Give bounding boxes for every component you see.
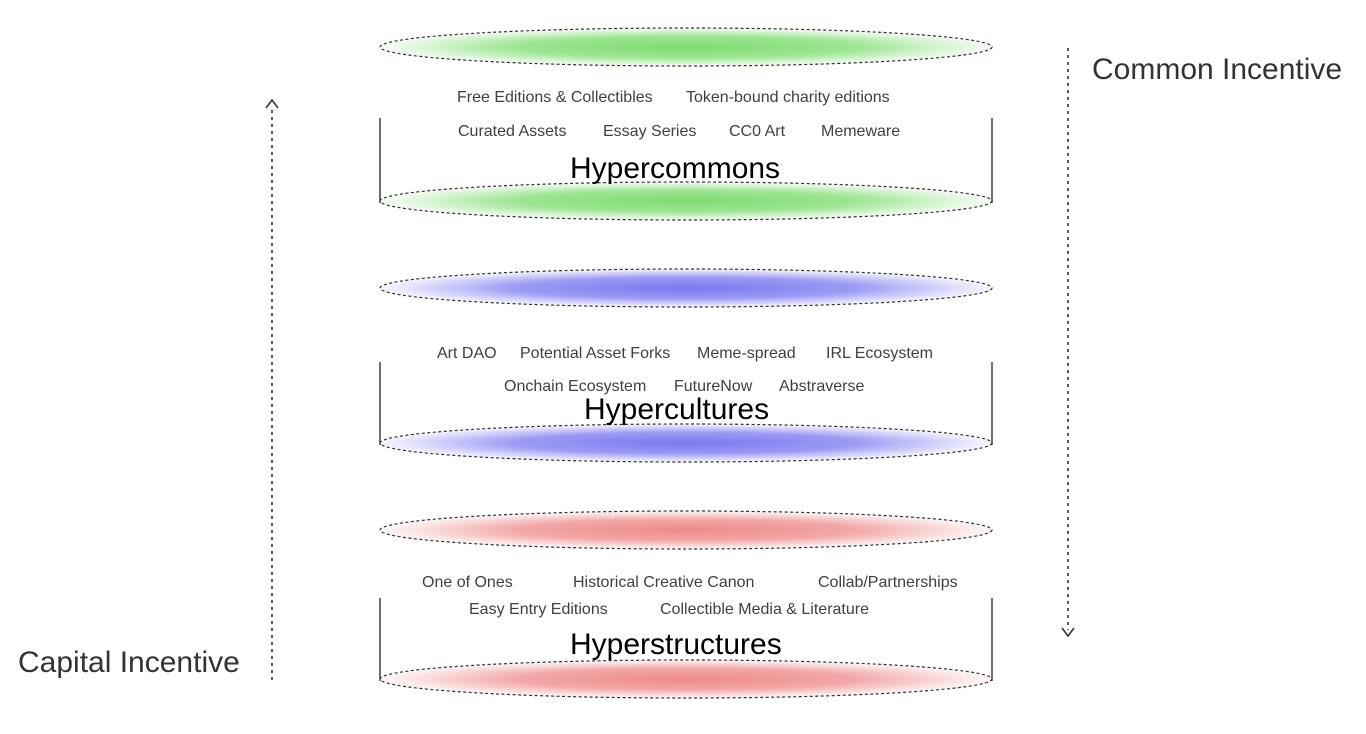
capital-incentive-axis: Capital Incentive — [18, 98, 279, 682]
common-incentive-axis: Common Incentive — [1061, 48, 1342, 638]
layer-title: Hypercultures — [584, 393, 769, 426]
tag-label: CC0 Art — [729, 123, 786, 140]
up-arrow-icon — [265, 98, 279, 109]
layer-top-disc — [379, 268, 993, 308]
layer-hyperstructures: One of Ones Historical Creative Canon Co… — [379, 510, 993, 699]
capital-incentive-label: Capital Incentive — [18, 646, 240, 679]
tag-label: Art DAO — [437, 345, 497, 362]
layer-top-disc — [379, 510, 993, 550]
tag-label: Memeware — [821, 123, 900, 140]
layer-bottom-disc — [379, 423, 993, 463]
tag-label: Historical Creative Canon — [573, 574, 754, 591]
tag-label: Curated Assets — [458, 123, 567, 140]
tag-label: Free Editions & Collectibles — [457, 89, 653, 106]
tag-label: Potential Asset Forks — [520, 345, 670, 362]
layer-bottom-disc — [379, 659, 993, 699]
layer-bottom-disc — [379, 181, 993, 221]
tag-label: Meme-spread — [697, 345, 796, 362]
tag-label: One of Ones — [422, 574, 513, 591]
layer-top-disc — [379, 27, 993, 67]
common-incentive-label: Common Incentive — [1092, 53, 1342, 86]
tag-label: Collectible Media & Literature — [660, 601, 869, 618]
tag-label: Essay Series — [603, 123, 696, 140]
layer-title: Hyperstructures — [570, 628, 782, 661]
down-arrow-icon — [1061, 627, 1075, 638]
tag-label: Token-bound charity editions — [686, 89, 890, 106]
tag-label: IRL Ecosystem — [826, 345, 933, 362]
tag-label: Abstraverse — [779, 378, 864, 395]
tag-label: FutureNow — [674, 378, 753, 395]
layer-title: Hypercommons — [570, 152, 780, 185]
tag-label: Onchain Ecosystem — [504, 378, 646, 395]
layer-hypercommons: Free Editions & Collectibles Token-bound… — [379, 27, 993, 221]
tag-label: Collab/Partnerships — [818, 574, 958, 591]
layer-hypercultures: Art DAO Potential Asset Forks Meme-sprea… — [379, 268, 993, 463]
tag-label: Easy Entry Editions — [469, 601, 608, 618]
